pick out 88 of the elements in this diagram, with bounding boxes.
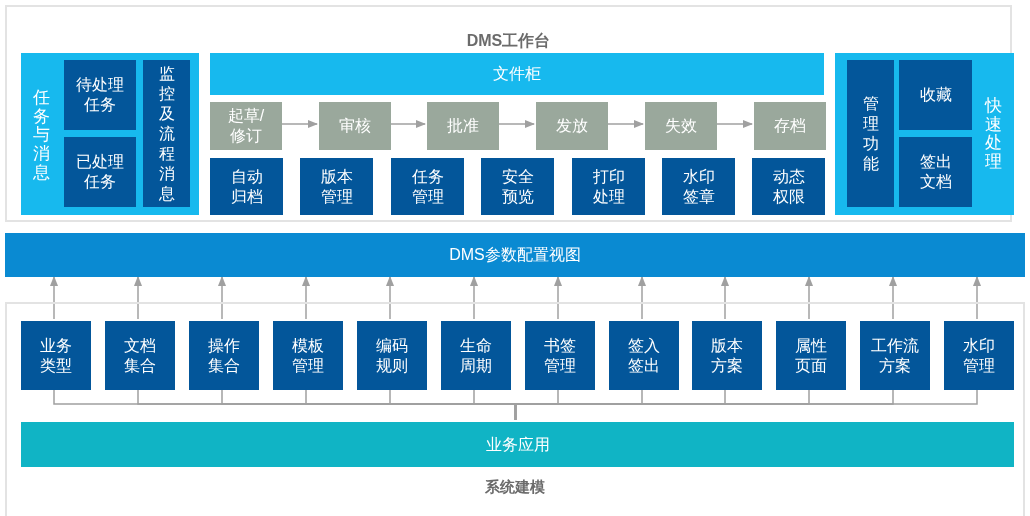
module-box <box>189 321 259 390</box>
module-box <box>944 321 1014 390</box>
box-label: 水印管理 <box>962 335 996 376</box>
panel-frame <box>5 302 1025 516</box>
module-box <box>441 321 511 390</box>
module-box <box>847 60 894 207</box>
process-step-box <box>754 102 826 150</box>
box-label: 安全预览 <box>500 166 535 207</box>
module-box <box>525 321 595 390</box>
arrow <box>553 275 563 320</box>
module-box <box>752 158 825 215</box>
box-label: 书签管理 <box>543 335 577 376</box>
box-label: 待处理任务 <box>75 75 125 115</box>
box-label: 业务应用 <box>485 434 550 455</box>
arrow <box>888 275 898 320</box>
module-box <box>357 321 427 390</box>
arrow <box>301 275 311 320</box>
application-bar <box>21 422 1014 467</box>
group-panel <box>21 53 199 215</box>
module-box <box>143 60 190 207</box>
box-label: 水印签章 <box>681 166 716 207</box>
module-box <box>391 158 464 215</box>
box-label: 管理功能 <box>862 93 879 174</box>
module-box <box>481 158 554 215</box>
process-step-box <box>319 102 391 150</box>
module-box <box>64 60 136 130</box>
module-box <box>64 137 136 207</box>
arrow <box>637 275 647 320</box>
box-label: 发放 <box>555 116 589 136</box>
group-title: 任务与消息 <box>33 89 50 183</box>
config-bar <box>5 233 1025 277</box>
box-label: 签入签出 <box>627 335 661 376</box>
module-box <box>692 321 762 390</box>
box-label: 属性页面 <box>794 335 828 376</box>
group-panel <box>835 53 1014 215</box>
panel-title: 系统建模 <box>485 477 545 497</box>
box-label: 编码规则 <box>375 335 409 376</box>
box-label: 业务类型 <box>39 335 73 376</box>
box-label: 存档 <box>773 116 807 136</box>
panel-title: DMS工作台 <box>466 31 551 51</box>
module-box <box>300 158 373 215</box>
arrow <box>804 275 814 320</box>
group-title: 快速处理 <box>985 97 1002 172</box>
box-label: 版本方案 <box>710 335 744 376</box>
box-label: 失效 <box>664 116 698 136</box>
box-label: 签出文档 <box>918 152 953 192</box>
module-box <box>273 321 343 390</box>
box-label: 任务管理 <box>410 166 445 207</box>
module-box <box>105 321 175 390</box>
box-label: 模板管理 <box>291 335 325 376</box>
header-bar <box>210 53 824 95</box>
module-box <box>776 321 846 390</box>
box-label: 收藏 <box>918 85 953 105</box>
box-label: 动态权限 <box>771 166 806 207</box>
box-label: 操作集合 <box>207 335 241 376</box>
box-label: 监控及流程消息 <box>158 63 175 204</box>
module-box <box>860 321 930 390</box>
module-box <box>899 137 972 207</box>
box-label: 文件柜 <box>493 64 541 84</box>
arrow <box>217 275 227 320</box>
box-label: 已处理任务 <box>75 152 125 192</box>
arrow <box>469 275 479 320</box>
module-box <box>210 158 283 215</box>
module-box <box>662 158 735 215</box>
box-label: 版本管理 <box>319 166 354 207</box>
box-label: 自动归档 <box>229 166 264 207</box>
box-label: 审核 <box>338 116 372 136</box>
module-box <box>572 158 645 215</box>
box-label: 打印处理 <box>591 166 626 207</box>
module-box <box>609 321 679 390</box>
box-label: 工作流方案 <box>870 335 920 376</box>
arrow <box>972 275 982 320</box>
box-label: DMS参数配置视图 <box>449 245 581 265</box>
module-box <box>21 321 91 390</box>
box-label: 批准 <box>446 116 480 136</box>
module-box <box>899 60 972 130</box>
panel-frame <box>5 5 1012 222</box>
process-step-box <box>645 102 717 150</box>
process-step-box <box>536 102 608 150</box>
arrow <box>385 275 395 320</box>
arrow <box>720 275 730 320</box>
box-label: 文档集合 <box>123 335 157 376</box>
process-step-box <box>427 102 499 150</box>
process-step-box <box>210 102 282 150</box>
arrow <box>49 275 59 320</box>
arrow <box>133 275 143 320</box>
box-label: 生命周期 <box>459 335 493 376</box>
box-label: 起草/修订 <box>226 106 266 146</box>
